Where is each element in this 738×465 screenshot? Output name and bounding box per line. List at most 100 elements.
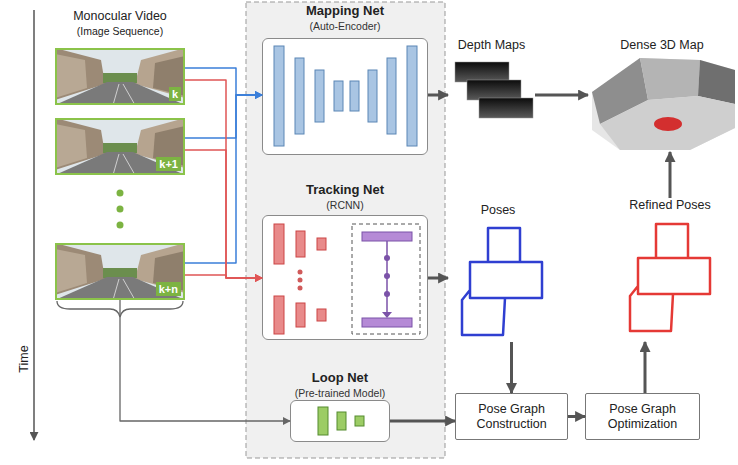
flow-arrow: [535, 94, 588, 97]
section-subtitle: (Image Sequence): [60, 25, 180, 37]
depth-image: [479, 98, 533, 118]
depth-image: [467, 80, 521, 100]
layer-bar: [295, 58, 304, 134]
layer-bar: [274, 296, 284, 334]
node-title: Pose Graph Optimization: [590, 402, 695, 432]
process-box: Pose Graph Construction: [455, 393, 568, 440]
box-fill: [262, 38, 428, 155]
autoencoder-layers: [274, 46, 417, 146]
cnn-layers: [274, 224, 326, 334]
video-frame-image: [55, 118, 185, 175]
axis-label: Time: [17, 339, 31, 379]
layer-bar: [407, 46, 417, 146]
lstm-cell: [362, 318, 412, 327]
flow-arrow: [390, 420, 455, 423]
ellipsis-dot: [298, 286, 303, 291]
node-title: Tracking Net: [203, 182, 487, 197]
loop-layers: [318, 407, 364, 435]
node-title: Dense 3D Map: [558, 38, 738, 52]
flow-arrow: [428, 277, 448, 280]
layer-bar: [296, 303, 305, 327]
refined-trajectory: [630, 224, 710, 331]
depth-images: [455, 62, 533, 118]
video-frame: k: [55, 48, 185, 105]
ellipsis-dot: [384, 291, 390, 297]
layer-bar: [317, 238, 326, 250]
node-title: k+n: [156, 282, 181, 296]
layer-bar: [296, 231, 305, 257]
node-title: Loop Net: [231, 370, 449, 385]
estimated-trajectory: [462, 228, 542, 335]
flow-arrow: [428, 94, 448, 97]
cnn-ellipsis: [298, 270, 303, 291]
node-title: k: [169, 87, 181, 101]
rnn-frame: [352, 224, 420, 334]
layer-bar: [317, 309, 326, 321]
ellipsis-dot: [384, 255, 390, 261]
ellipsis-dot: [117, 222, 124, 229]
layer-bar: [274, 224, 284, 264]
node-subtitle: (Pre-trained Model): [231, 387, 449, 399]
flow-arrow: [510, 342, 513, 393]
rnn-cells: [362, 232, 412, 327]
output-figure: Depth Maps: [448, 38, 535, 125]
dense-map-image: [592, 58, 735, 150]
node-title: Mapping Net: [203, 3, 487, 18]
network-box: Tracking Net(RCNN): [262, 215, 428, 340]
map-ground: [600, 96, 735, 150]
node-title: Pose Graph Construction: [460, 402, 563, 432]
rnn-arrowhead: [382, 312, 392, 318]
input-connector: [185, 95, 262, 263]
map-surface: [592, 58, 735, 150]
layer-bar: [368, 70, 377, 122]
input-connector: [185, 150, 262, 278]
output-figure: Refined Poses: [615, 198, 725, 342]
layer-bar: [318, 407, 328, 435]
input-connector: [185, 275, 262, 278]
layer-bar: [337, 412, 346, 430]
node-subtitle: (RCNN): [203, 199, 487, 211]
layer-bar: [334, 81, 343, 111]
car: [654, 117, 682, 131]
lstm-cell: [362, 232, 412, 241]
ellipsis-dot: [117, 190, 124, 197]
section-title: Monocular Video: [60, 9, 180, 23]
ellipsis-dot: [384, 273, 390, 279]
map-facade: [640, 58, 700, 100]
layer-bar: [315, 70, 324, 122]
video-frame: k+n: [55, 243, 185, 300]
ellipsis-dot: [117, 206, 124, 213]
time-axis: [33, 10, 35, 440]
box-fill: [290, 400, 390, 442]
process-box: Pose Graph Optimization: [585, 393, 700, 440]
input-connector: [120, 300, 290, 421]
node-title: k+1: [156, 157, 181, 171]
network-box: Mapping Net(Auto-Encoder): [262, 38, 428, 155]
input-connector: [185, 80, 262, 278]
layer-bar: [387, 58, 396, 134]
ellipsis-dot: [298, 278, 303, 283]
node-title: Poses: [418, 203, 578, 217]
box-fill: [262, 215, 428, 340]
sequence-bracket: [57, 301, 183, 317]
input-connector: [185, 95, 262, 138]
video-frame-image: [55, 243, 185, 300]
ellipsis-dot: [298, 270, 303, 275]
flow-arrow: [669, 152, 672, 198]
depth-image: [455, 62, 509, 82]
node-subtitle: (Auto-Encoder): [203, 20, 487, 32]
network-box: Loop Net(Pre-trained Model): [290, 400, 390, 442]
video-frame-image: [55, 48, 185, 105]
flow-arrow: [644, 342, 647, 393]
flow-arrow: [568, 415, 585, 418]
layer-bar: [350, 81, 359, 111]
output-figure: Dense 3D Map: [588, 38, 736, 152]
output-figure: Poses: [448, 203, 548, 342]
layer-bar: [355, 416, 364, 426]
layer-bar: [274, 46, 284, 146]
video-frame: k+1: [55, 118, 185, 175]
input-connector: [185, 68, 262, 95]
node-title: Refined Poses: [585, 198, 738, 212]
